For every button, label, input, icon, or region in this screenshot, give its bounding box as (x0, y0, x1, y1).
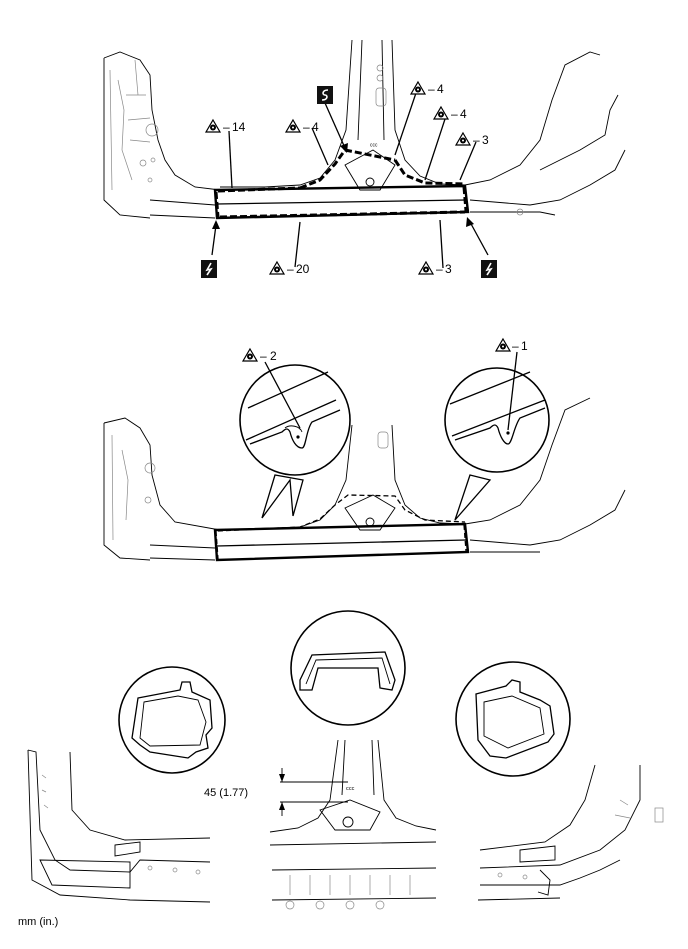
weld-icon (205, 119, 221, 133)
dimension-label: 45 (1.77) (204, 787, 248, 799)
weld-icon (269, 261, 285, 275)
unit-note: mm (in.) (18, 916, 58, 928)
bottom-views: ᶜᶜᶜ 45 (1.77) (27, 610, 664, 910)
weld-icon (418, 261, 434, 275)
callout-2: 2 (270, 349, 277, 363)
top-view: ᶜᶜᶜ (103, 39, 626, 279)
svg-text:–: – (287, 262, 294, 276)
saw-cut-z-icon (480, 259, 498, 279)
svg-text:–: – (451, 107, 458, 121)
svg-text:–: – (428, 82, 435, 96)
svg-text:ᶜᶜᶜ: ᶜᶜᶜ (370, 143, 378, 150)
callout-4: 4 (460, 107, 467, 121)
callout-14: 14 (232, 120, 246, 134)
saw-cut-z-icon (200, 259, 218, 279)
middle-view: – 2 – 1 (103, 338, 626, 562)
weld-icon (410, 81, 426, 95)
callout-4: 4 (312, 120, 319, 134)
svg-text:–: – (260, 349, 267, 363)
svg-text:ᶜᶜᶜ: ᶜᶜᶜ (346, 785, 355, 794)
svg-text:–: – (303, 120, 310, 134)
weld-icon (495, 338, 511, 352)
weld-icon (455, 132, 471, 146)
callout-4: 4 (437, 82, 444, 96)
callout-20: 20 (296, 262, 310, 276)
svg-text:–: – (473, 133, 480, 147)
weld-icon (433, 106, 449, 120)
saw-cut-s-icon (316, 85, 334, 105)
svg-text:–: – (436, 262, 443, 276)
callout-3: 3 (445, 262, 452, 276)
weld-icon (285, 119, 301, 133)
callout-1: 1 (521, 339, 528, 353)
weld-icon (242, 348, 258, 362)
svg-text:–: – (512, 339, 519, 353)
svg-text:–: – (223, 120, 230, 134)
callout-3: 3 (482, 133, 489, 147)
